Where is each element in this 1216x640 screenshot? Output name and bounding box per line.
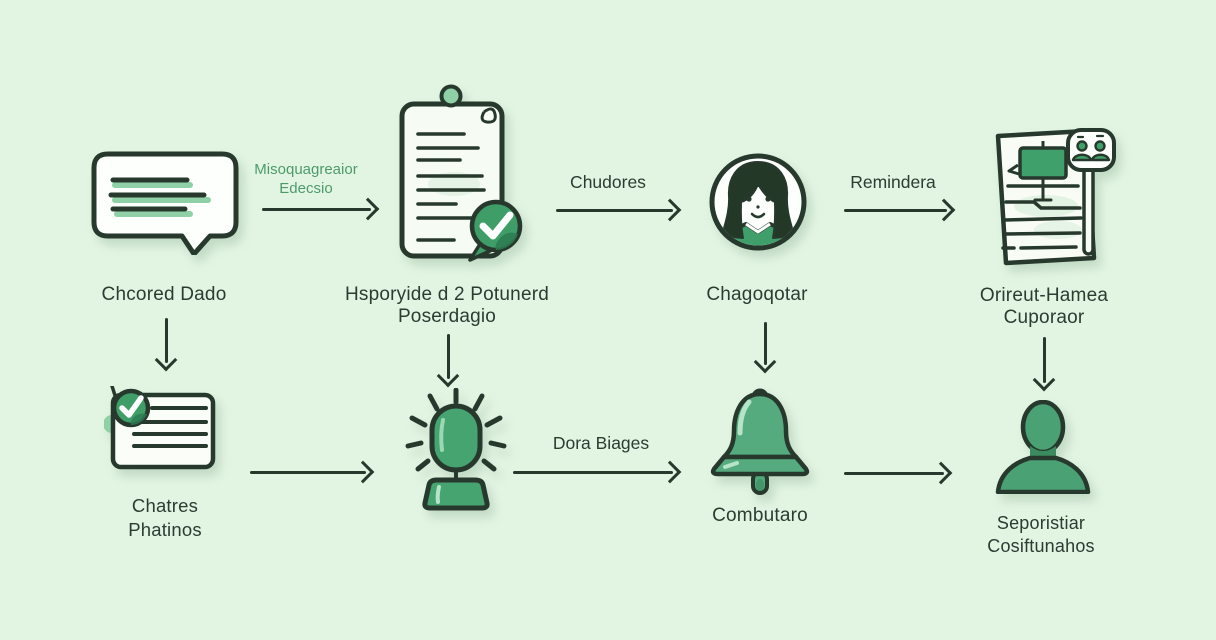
report-people-icon bbox=[988, 128, 1118, 270]
arrow-down-1 bbox=[154, 318, 178, 372]
arrow-down-3 bbox=[753, 322, 777, 374]
arrow-right-2 bbox=[556, 198, 682, 222]
woman-avatar-icon bbox=[708, 152, 808, 252]
arrow-mid-label: Dora Biages bbox=[552, 433, 650, 453]
step1-label: Chcored Dado bbox=[101, 284, 227, 305]
step5-label: Chatres Phatinos bbox=[128, 495, 202, 540]
arrow3-label: Remindera bbox=[850, 172, 936, 192]
person-silhouette-icon bbox=[990, 400, 1096, 494]
arrow-down-4 bbox=[1032, 337, 1056, 392]
idea-person-icon bbox=[390, 388, 522, 516]
bell-icon bbox=[704, 386, 816, 508]
arrow2-label: Chudores bbox=[570, 172, 646, 192]
speech-bubble-icon bbox=[90, 150, 240, 255]
arrow-right-4 bbox=[250, 460, 375, 484]
arrow-right-5 bbox=[513, 460, 682, 484]
step8-label: Seporistiar Cosiftunahos bbox=[987, 513, 1095, 556]
step7-label: Combutaro bbox=[712, 505, 808, 526]
arrow1-label: Misoquagreaior Edecsio bbox=[254, 161, 358, 197]
step2-label: Hsporyide d 2 Potunerd Poserdagio bbox=[344, 284, 550, 327]
clipboard-check-icon bbox=[396, 84, 526, 264]
step3-label: Chagoqotar bbox=[706, 284, 808, 305]
checklist-card-icon bbox=[104, 386, 224, 474]
arrow-right-1 bbox=[262, 197, 380, 221]
arrow-right-6 bbox=[844, 461, 953, 485]
step4-label: Orireut-Hamea Cuporaor bbox=[979, 285, 1109, 328]
arrow-down-2 bbox=[436, 334, 460, 388]
arrow-right-3 bbox=[844, 198, 956, 222]
